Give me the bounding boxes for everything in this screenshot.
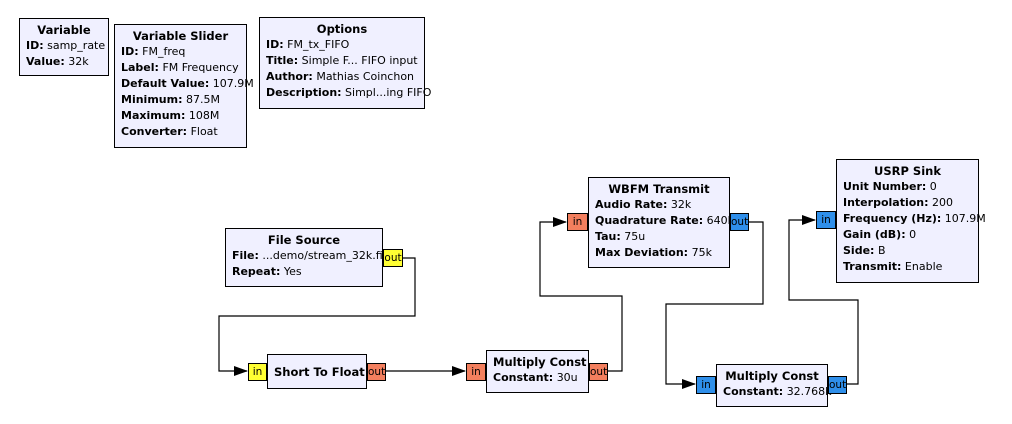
param-value: 640k [706,214,735,227]
param-key: ID: [266,38,284,51]
param-value: ...demo/stream_32k.fifo [262,249,394,262]
param-key: Unit Number: [843,180,927,193]
param-value: B [877,244,886,257]
block-title: Variable Slider [132,29,229,43]
param-key: Description: [266,86,342,99]
wire-multiply-const-2-to-usrp [788,215,859,385]
block-title: Variable [37,23,91,37]
param-key: Interpolation: [843,196,929,209]
param-value: 0 [929,180,937,193]
param-value: 0 [909,228,917,241]
param-value: 107.9M [212,77,254,90]
block-title: USRP Sink [874,164,941,178]
param-value: Enable [904,260,943,273]
param-key: Title: [266,54,299,67]
param-value: FM Frequency [162,61,239,74]
param-key: Repeat: [232,265,281,278]
multiply-const-out-port[interactable]: out [589,363,608,381]
param-key: File: [232,249,259,262]
block-usrp-sink[interactable]: USRP Sink Unit Number: 0 Interpolation: … [836,159,986,283]
param-value: samp_rate [47,39,106,52]
wbfm-transmit-out-port[interactable]: out [730,213,749,231]
param-key: Value: [26,55,65,68]
block-options[interactable]: Options ID: FM_tx_FIFO Title: Simple F..… [259,17,431,109]
param-key: Author: [266,70,313,83]
block-variable-slider[interactable]: Variable Slider ID: FM_freq Label: FM Fr… [114,24,254,148]
param-value: Simple F... FIFO input [301,54,418,67]
param-value: 32k [670,198,692,211]
param-value: Simpl...ing FIFO [345,86,432,99]
param-key: Constant: [723,385,784,398]
multiply-const-2-out-port[interactable]: out [828,376,847,394]
wbfm-transmit-in-port[interactable]: in [567,213,588,231]
param-key: ID: [121,45,139,58]
param-value: 75k [691,246,712,259]
param-value: 32.768k [786,385,832,398]
param-key: Converter: [121,125,188,138]
param-value: Yes [283,265,302,278]
block-short-to-float[interactable]: Short To Float [267,354,367,389]
param-key: Default Value: [121,77,210,90]
param-key: Minimum: [121,93,183,106]
param-key: Label: [121,61,159,74]
block-title: Options [316,22,368,36]
param-key: Side: [843,244,875,257]
param-key: ID: [26,39,44,52]
wire-wbfm-to-multiply-const-2 [665,221,764,389]
param-value: FM_tx_FIFO [287,38,350,51]
block-title: File Source [267,233,341,247]
block-title: Multiply Const [725,369,819,383]
param-value: 30u [556,371,578,384]
file-source-out-port[interactable]: out [383,249,403,267]
block-variable[interactable]: Variable ID: samp_rate Value: 32k [19,18,109,76]
param-value: Mathias Coinchon [316,70,415,83]
param-value: 107.9M [944,212,986,225]
block-multiply-const[interactable]: Multiply Const Constant: 30u [486,350,589,393]
param-value: FM_freq [142,45,186,58]
param-key: Tau: [595,230,621,243]
multiply-const-in-port[interactable]: in [466,363,486,381]
param-value: 108M [188,109,220,122]
param-value: 200 [932,196,954,209]
param-key: Transmit: [843,260,902,273]
short-to-float-in-port[interactable]: in [248,363,267,381]
param-value: 75u [624,230,646,243]
usrp-sink-in-port[interactable]: in [816,211,836,229]
param-key: Frequency (Hz): [843,212,942,225]
param-key: Audio Rate: [595,198,668,211]
param-key: Max Deviation: [595,246,689,259]
param-value: 87.5M [185,93,220,106]
param-value: Float [190,125,218,138]
multiply-const-2-in-port[interactable]: in [696,376,716,394]
wire-file-source-to-short-to-float [218,257,416,376]
block-wbfm-transmit[interactable]: WBFM Transmit Audio Rate: 32k Quadrature… [588,177,734,268]
block-file-source[interactable]: File Source File: ...demo/stream_32k.fif… [225,228,393,287]
param-key: Constant: [493,371,554,384]
param-key: Quadrature Rate: [595,214,704,227]
block-title: WBFM Transmit [608,182,710,196]
param-key: Gain (dB): [843,228,906,241]
wire-multiply-const-to-wbfm [539,217,623,372]
short-to-float-out-port[interactable]: out [367,363,386,381]
block-multiply-const-2[interactable]: Multiply Const Constant: 32.768k [716,364,832,407]
block-title: Multiply Const [493,355,587,369]
param-value: 32k [68,55,89,68]
param-key: Maximum: [121,109,186,122]
block-title: Short To Float [274,365,365,379]
